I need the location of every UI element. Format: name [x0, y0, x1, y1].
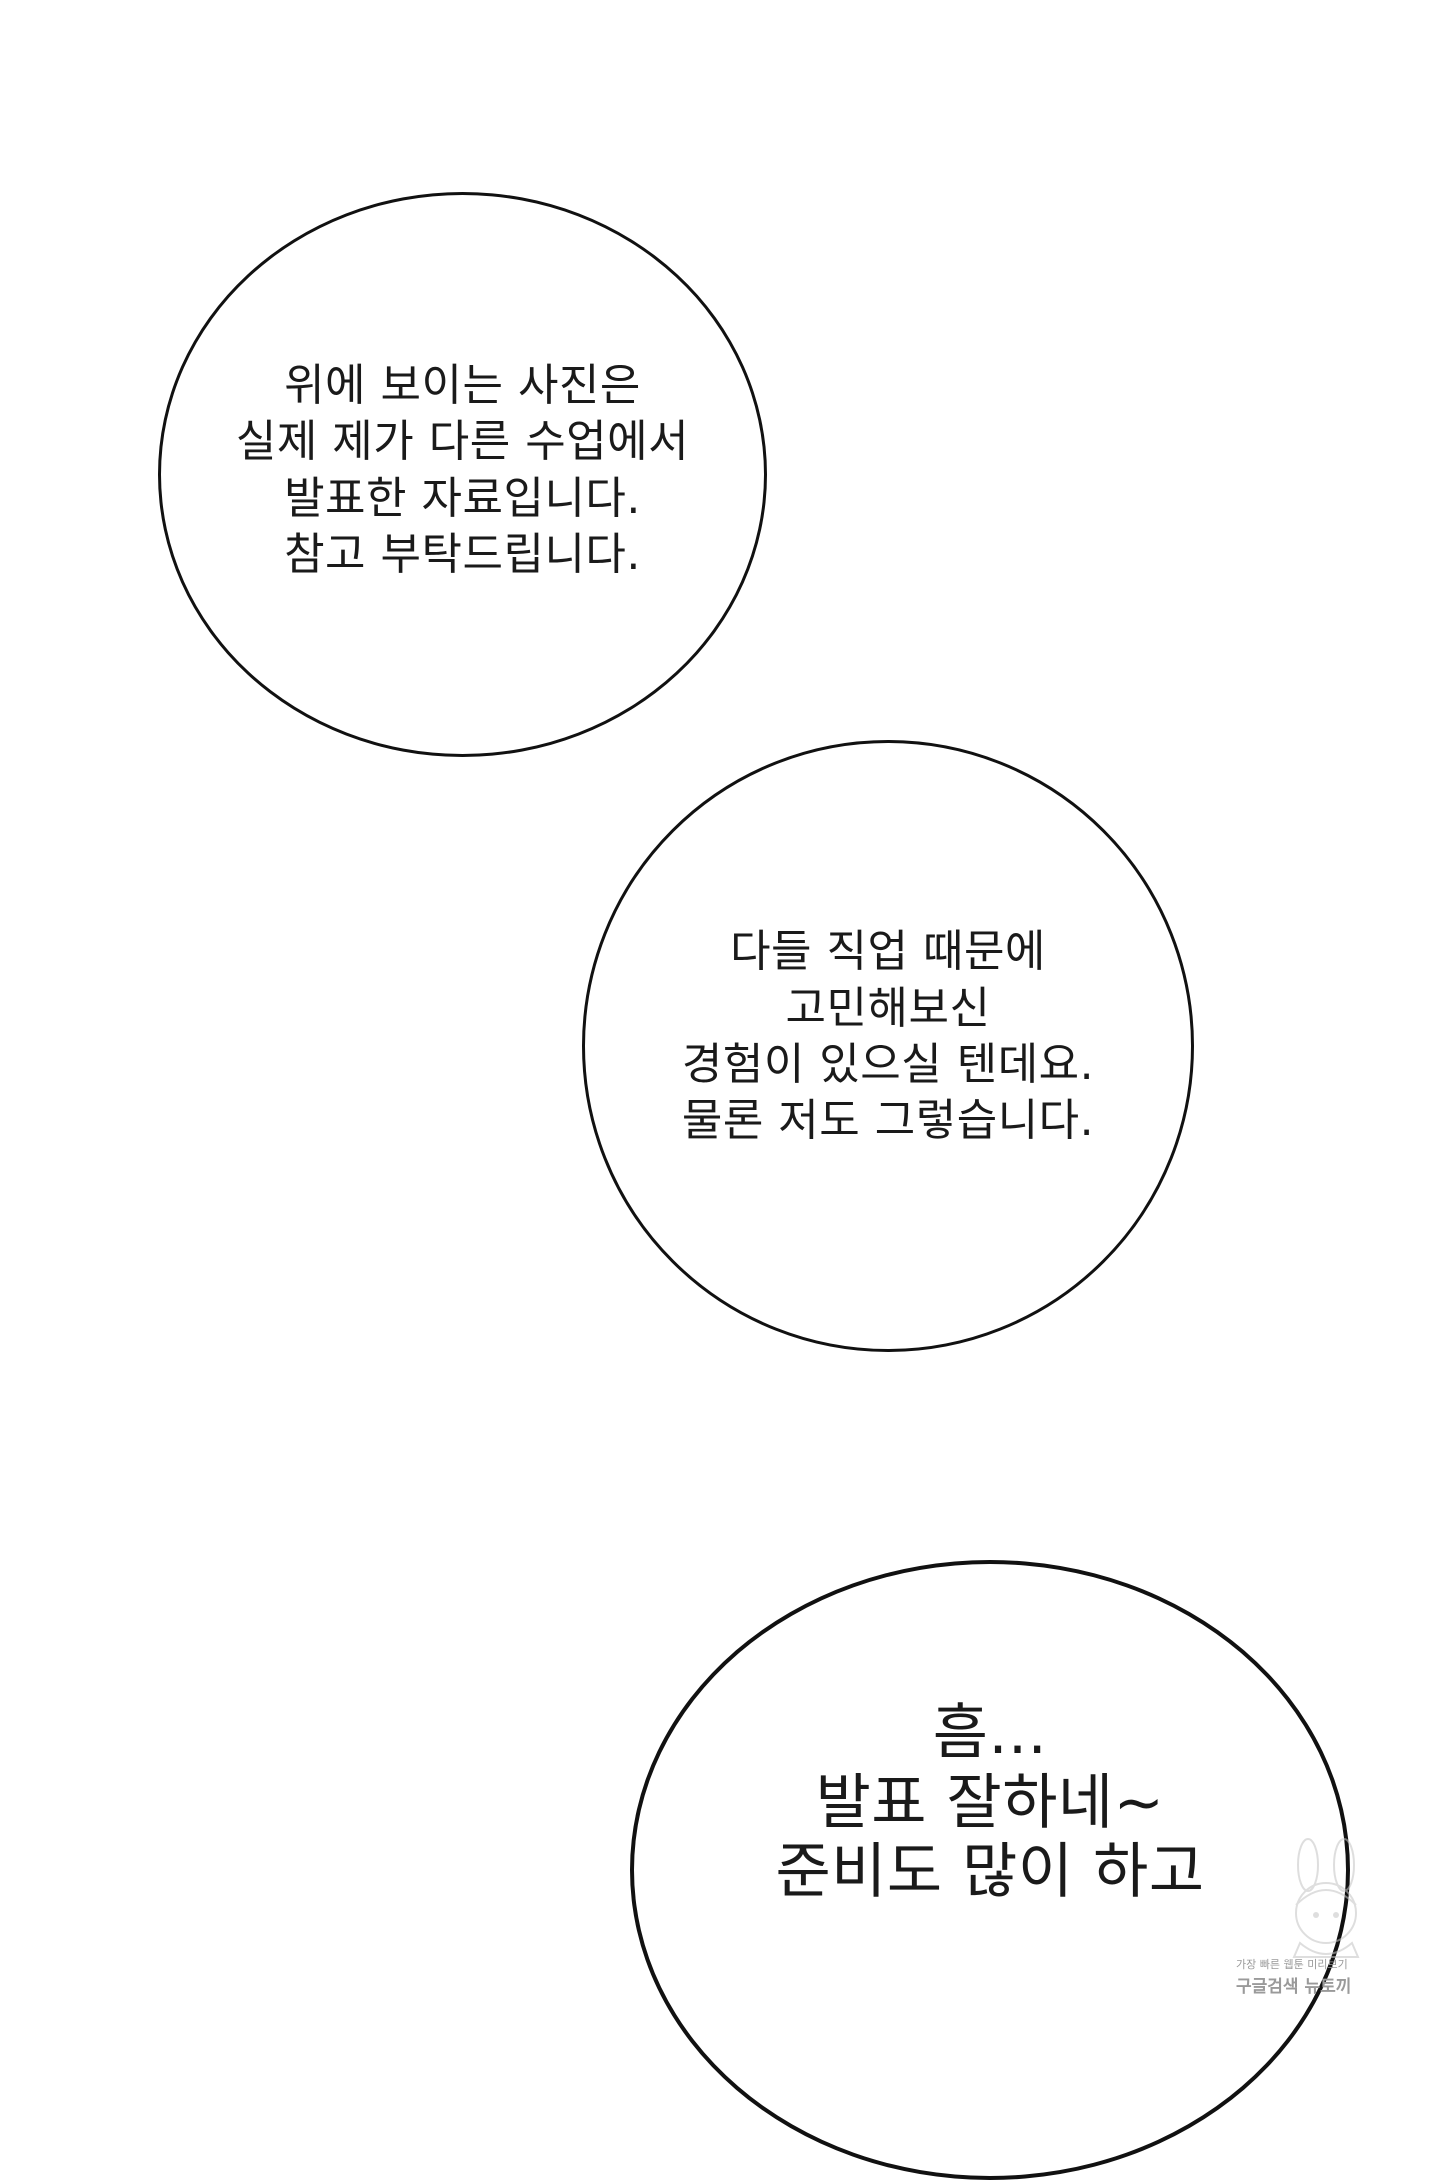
speech-bubble-1: 위에 보이는 사진은 실제 제가 다른 수업에서 발표한 자료입니다. 참고 부…	[158, 192, 767, 757]
speech-line: 발표한 자료입니다.	[284, 472, 641, 524]
speech-bubble-1-text: 위에 보이는 사진은 실제 제가 다른 수업에서 발표한 자료입니다. 참고 부…	[236, 358, 689, 583]
speech-bubble-3-text: 흠... 발표 잘하네~ 준비도 많이 하고	[775, 1698, 1205, 1908]
bunny-mascot-icon	[1292, 1838, 1360, 1958]
speech-line: 실제 제가 다른 수업에서	[235, 416, 690, 468]
speech-line: 흠...	[932, 1698, 1048, 1768]
watermark-tagline: 가장 빠른 웹툰 미리보기	[1236, 1958, 1348, 1971]
speech-line: 다들 직업 때문에	[730, 926, 1046, 978]
speech-line: 물론 저도 그렇습니다.	[681, 1095, 1095, 1147]
speech-line: 고민해보신	[785, 982, 991, 1034]
speech-bubble-2: 다들 직업 때문에 고민해보신 경험이 있으실 텐데요. 물론 저도 그렇습니다…	[582, 740, 1194, 1352]
speech-line: 경험이 있으실 텐데요.	[681, 1039, 1095, 1090]
speech-line: 위에 보이는 사진은	[284, 359, 641, 411]
comic-panel: 위에 보이는 사진은 실제 제가 다른 수업에서 발표한 자료입니다. 참고 부…	[158, 192, 1360, 2180]
speech-line: 준비도 많이 하고	[775, 1837, 1205, 1908]
speech-bubble-2-text: 다들 직업 때문에 고민해보신 경험이 있으실 텐데요. 물론 저도 그렇습니다…	[682, 924, 1094, 1149]
speech-line: 참고 부탁드립니다.	[284, 528, 641, 580]
watermark-site: 구글검색 뉴토끼	[1236, 1977, 1352, 1997]
speech-line: 발표 잘하네~	[815, 1767, 1165, 1838]
